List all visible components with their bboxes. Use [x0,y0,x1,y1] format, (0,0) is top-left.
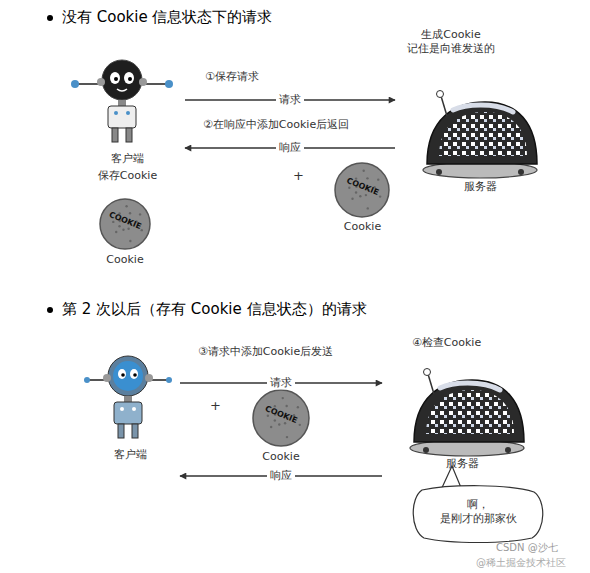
step-note: + [210,398,221,415]
section-heading: 没有 Cookie 信息状态下的请求 [62,8,272,28]
node-text: 客户端 [70,152,185,166]
bullet [47,15,53,21]
node-text: 客户端 [80,448,180,462]
cookie: COOKIECookie [95,197,155,272]
edge-label: 响应 [267,469,295,482]
node-text: 啊，是刚才的那家伙 [440,498,516,527]
node-text: 生成Cookie 记住是向谁发送的 [395,28,507,57]
node-text: Cookie [248,450,314,464]
step-note: + [293,168,304,185]
client: 客户端 [80,345,180,490]
client-robot [71,60,173,142]
cookie: COOKIECookie [248,388,314,468]
node-text: 服务器 [422,457,502,471]
node-text: Cookie [330,220,395,234]
step-note: ③请求中添加Cookie后发送 [198,345,333,359]
speech-bubble: 啊，是刚才的那家伙 [410,486,545,542]
client: 客户端保存Cookie [70,55,185,190]
client-robot [84,356,172,438]
edge-label: 请求 [276,93,304,106]
node-text: 服务器 [435,180,525,194]
server: 服务器 [382,365,532,480]
edge-label: 请求 [267,376,295,389]
step-note: ④检查Cookie [412,336,481,350]
node-text: Cookie [95,253,155,267]
watermark: @稀土掘金技术社区 [476,556,566,569]
watermark: CSDN @沙七 [496,541,558,554]
cookie: COOKIECookie [330,160,395,235]
bullet [47,307,53,313]
step-note: ①保存请求 [205,70,259,84]
server: 生成Cookie 记住是向谁发送的服务器 [395,28,535,196]
server-robot [410,369,524,457]
server-robot [423,91,537,179]
node-text: 保存Cookie [70,169,185,183]
section-heading: 第 2 次以后（存有 Cookie 信息状态）的请求 [62,300,367,320]
step-note: ②在响应中添加Cookie后返回 [203,118,349,132]
edge-label: 响应 [276,141,304,154]
